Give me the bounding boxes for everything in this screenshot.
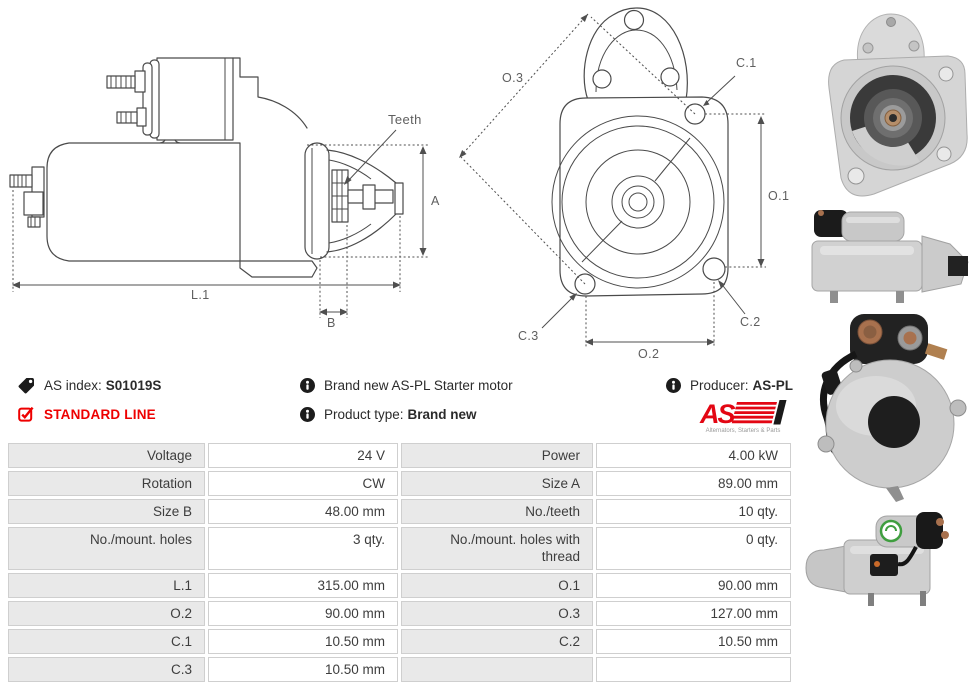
product-photo-rear-view <box>798 312 976 509</box>
as-index-value: S01019S <box>105 377 162 393</box>
spec-value-cell: 4.00 kW <box>596 443 791 468</box>
brand-new-text: Brand new AS-PL Starter motor <box>324 377 513 393</box>
info-icon <box>300 377 315 393</box>
dim-o3-label: O.3 <box>502 71 523 85</box>
logo-as-text: AS <box>699 399 735 429</box>
spec-label-cell: No./teeth <box>401 499 593 524</box>
spec-value-cell: 90.00 mm <box>596 573 791 598</box>
spec-value-cell: 315.00 mm <box>208 573 398 598</box>
spec-value-cell: CW <box>208 471 398 496</box>
spec-value-cell: 0 qty. <box>596 527 791 570</box>
spec-label-cell: C.2 <box>401 629 593 654</box>
spec-value-cell: 10.50 mm <box>208 629 398 654</box>
spec-value-cell: 10.50 mm <box>596 629 791 654</box>
checkbox-checked-icon <box>18 406 35 422</box>
spec-value-cell: 89.00 mm <box>596 471 791 496</box>
standard-line-label: STANDARD LINE <box>44 406 156 422</box>
spec-label-cell: Voltage <box>8 443 205 468</box>
dim-c1-label: C.1 <box>736 56 757 70</box>
side-view-drawing-svg: A L.1 B Teeth <box>9 57 440 330</box>
dim-o1-label: O.1 <box>768 189 789 203</box>
teeth-label: Teeth <box>388 112 422 127</box>
dim-c3-label: C.3 <box>518 329 539 343</box>
info-icon <box>666 377 681 393</box>
spec-value-cell: 48.00 mm <box>208 499 398 524</box>
spec-label-cell: O.3 <box>401 601 593 626</box>
spec-label-cell: C.1 <box>8 629 205 654</box>
dim-l1-label: L.1 <box>191 288 210 302</box>
as-pl-logo: AS Alternators, Starters & Parts <box>696 398 790 434</box>
dim-a-label: A <box>431 194 440 208</box>
spec-label-cell: O.2 <box>8 601 205 626</box>
standard-line-row: STANDARD LINE <box>18 404 156 424</box>
spec-value-cell <box>596 657 791 682</box>
product-photo-side-view-2 <box>798 506 976 619</box>
product-type-value: Brand new <box>407 406 477 422</box>
spec-label-cell: Power <box>401 443 593 468</box>
as-index-label: AS index: <box>44 377 102 393</box>
producer-label: Producer: <box>690 377 749 393</box>
product-type-row: Product type: Brand new <box>300 404 477 424</box>
product-photo-front-view <box>798 6 976 209</box>
spec-label-cell <box>401 657 593 682</box>
dim-o2-label: O.2 <box>638 347 659 361</box>
dim-b-label: B <box>327 316 336 330</box>
product-type-label: Product type: <box>324 406 404 422</box>
spec-value-cell: 10 qty. <box>596 499 791 524</box>
tag-icon <box>18 377 35 394</box>
spec-label-cell: C.3 <box>8 657 205 682</box>
info-icon <box>300 406 315 422</box>
dim-c2-label: C.2 <box>740 315 761 329</box>
spec-label-cell: No./mount. holes <box>8 527 205 570</box>
spec-label-cell: Size A <box>401 471 593 496</box>
spec-label-cell: Size B <box>8 499 205 524</box>
front-view-drawing-svg: O.3 O.1 C.1 C.2 C.3 O.2 <box>458 7 789 361</box>
spec-value-cell: 127.00 mm <box>596 601 791 626</box>
spec-value-cell: 24 V <box>208 443 398 468</box>
spec-label-cell: Rotation <box>8 471 205 496</box>
side-view-drawing: A L.1 B Teeth <box>0 0 450 340</box>
spec-value-cell: 90.00 mm <box>208 601 398 626</box>
spec-value-cell: 3 qty. <box>208 527 398 570</box>
spec-value-cell: 10.50 mm <box>208 657 398 682</box>
producer-value: AS-PL <box>752 377 794 393</box>
brand-new-row: Brand new AS-PL Starter motor <box>300 375 513 395</box>
front-view-drawing: O.3 O.1 C.1 C.2 C.3 O.2 <box>450 0 790 370</box>
spec-label-cell: No./mount. holes with thread <box>401 527 593 570</box>
logo-tagline: Alternators, Starters & Parts <box>706 428 781 434</box>
as-pl-logo-svg: AS Alternators, Starters & Parts <box>699 399 787 434</box>
spec-label-cell: L.1 <box>8 573 205 598</box>
spec-label-cell: O.1 <box>401 573 593 598</box>
product-photo-side-view <box>800 204 976 315</box>
as-index-row: AS index: S01019S <box>18 375 161 395</box>
producer-row: Producer: AS-PL <box>666 375 793 395</box>
